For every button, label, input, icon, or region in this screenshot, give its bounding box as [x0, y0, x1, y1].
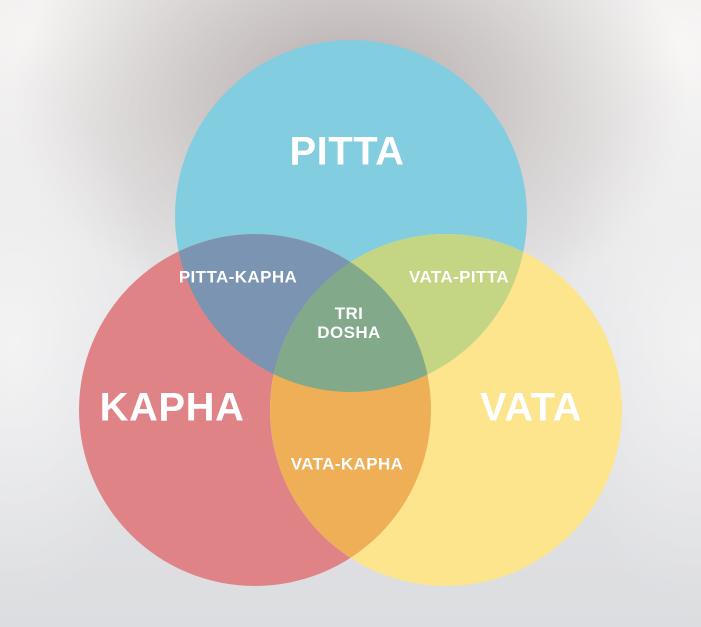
- label-kapha: KAPHA: [99, 385, 245, 430]
- label-pitta-kapha: PITTA-KAPHA: [178, 267, 298, 287]
- label-vata: VATA: [480, 385, 582, 430]
- label-vata-pitta: VATA-PITTA: [409, 267, 509, 287]
- label-tri-dosha: TRI DOSHA: [317, 303, 381, 342]
- label-pitta: PITTA: [289, 129, 405, 174]
- label-vata-kapha: VATA-KAPHA: [290, 454, 404, 474]
- region-tri-dosha[interactable]: [270, 234, 622, 586]
